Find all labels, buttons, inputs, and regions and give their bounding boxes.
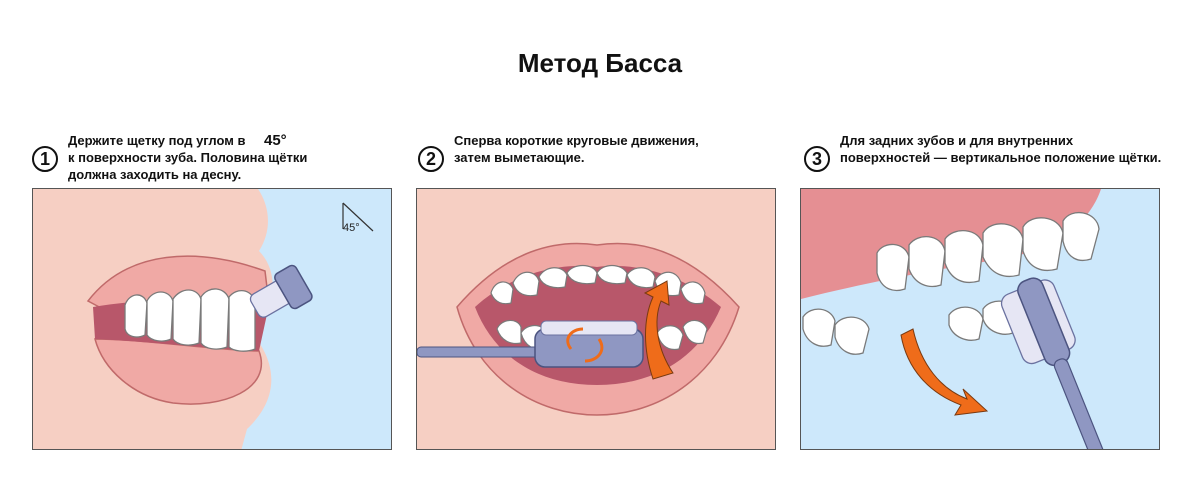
circular-motion-arrows: [566, 327, 604, 363]
step-3-line-2: поверхностей — вертикальное положение щё…: [840, 150, 1162, 165]
step-3-number: 3: [804, 146, 830, 172]
step-3-line-1: Для задних зубов и для внутренних: [840, 133, 1074, 148]
step-1-illustration: 45°: [32, 188, 392, 450]
teeth-row: [124, 288, 256, 352]
back-teeth-illustration: [801, 189, 1159, 449]
step-2-number: 2: [418, 146, 444, 172]
brush-head: [274, 264, 313, 310]
step-3-caption: Для задних зубов и для внутренних поверх…: [840, 132, 1161, 166]
brush-bristles: [540, 320, 638, 336]
step-1-angle-value: 45°: [264, 132, 287, 149]
step-1-line-2: к поверхности зуба. Половина щётки: [68, 150, 308, 165]
step-1-caption: Держите щетку под углом в 45° к поверхно…: [68, 132, 307, 183]
toothbrush: [417, 320, 644, 368]
step-2-line-2: затем выметающие.: [454, 150, 585, 165]
step-3-illustration: [800, 188, 1160, 450]
step-1-number: 1: [32, 146, 58, 172]
upper-teeth: [490, 264, 706, 305]
angle-45-marker: 45°: [342, 202, 374, 234]
background-air: [241, 189, 391, 449]
upper-back-teeth: [876, 211, 1100, 292]
sweep-arrow: [643, 280, 674, 380]
step-2-illustration: [416, 188, 776, 450]
profile-bite-illustration: 45°: [33, 189, 391, 449]
step-2-caption: Сперва короткие круговые движения, затем…: [454, 132, 699, 166]
brush-handle: [417, 346, 546, 358]
open-mouth-illustration: [417, 189, 775, 449]
toothbrush: [1000, 277, 1106, 449]
step-2-line-1: Сперва короткие круговые движения,: [454, 133, 699, 148]
angle-label: 45°: [343, 222, 360, 234]
brush-handle: [1053, 358, 1106, 449]
downward-arrow: [900, 328, 989, 416]
page-title: Метод Басса: [517, 48, 683, 78]
toothbrush: [249, 264, 313, 318]
step-1-line-3: должна заходить на десну.: [68, 167, 242, 182]
step-1-line-1: Держите щетку под углом в: [68, 133, 246, 148]
